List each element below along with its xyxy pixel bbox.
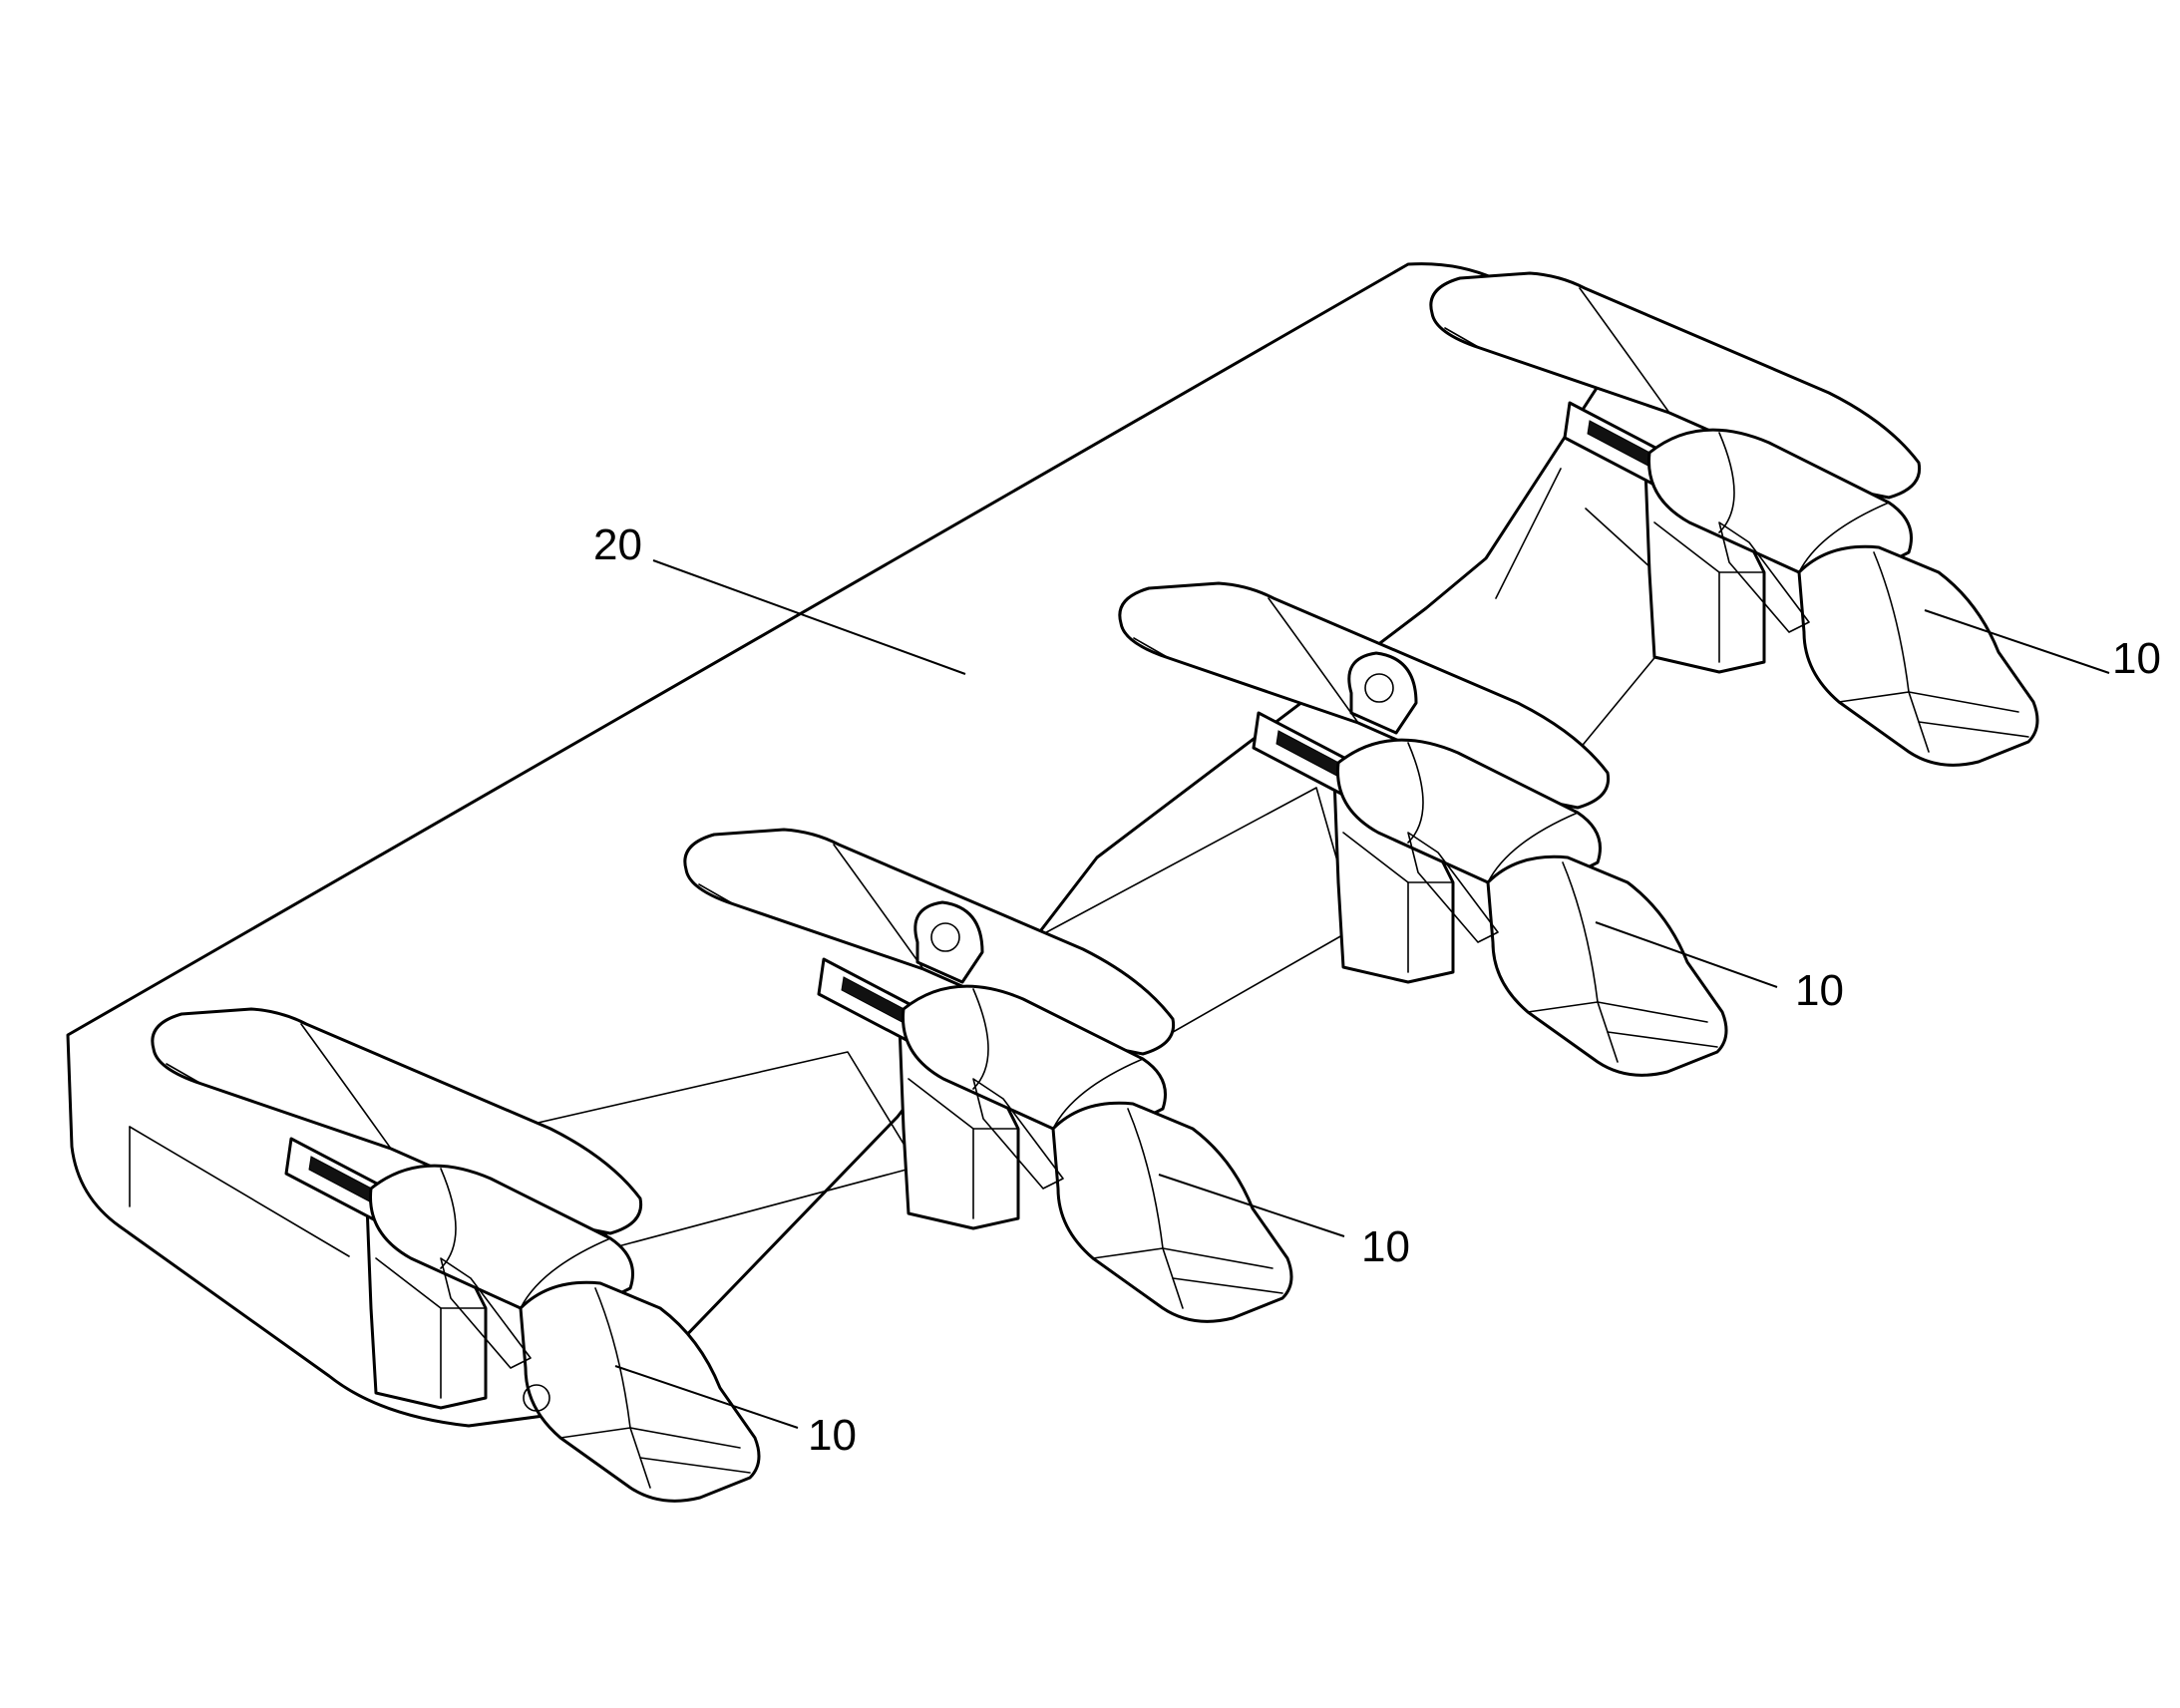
pin-hole [523, 1384, 550, 1412]
tooth-assembly-2 [683, 828, 1293, 1323]
leader-line-10-a [1924, 609, 2110, 674]
tooth-assembly-4 [1429, 271, 2039, 767]
leader-line-10-d [614, 1365, 799, 1429]
label-blade: 20 [593, 520, 642, 569]
leader-line-20 [652, 559, 966, 675]
leader-line-10-c [1158, 1174, 1345, 1237]
leader-line-10-b [1595, 921, 1778, 988]
label-tooth-3: 10 [1361, 1222, 1410, 1271]
label-tooth-1: 10 [2112, 634, 2161, 683]
label-tooth-2: 10 [1795, 966, 1844, 1015]
tooth-assembly-3 [1118, 581, 1728, 1077]
label-tooth-4: 10 [808, 1411, 857, 1460]
